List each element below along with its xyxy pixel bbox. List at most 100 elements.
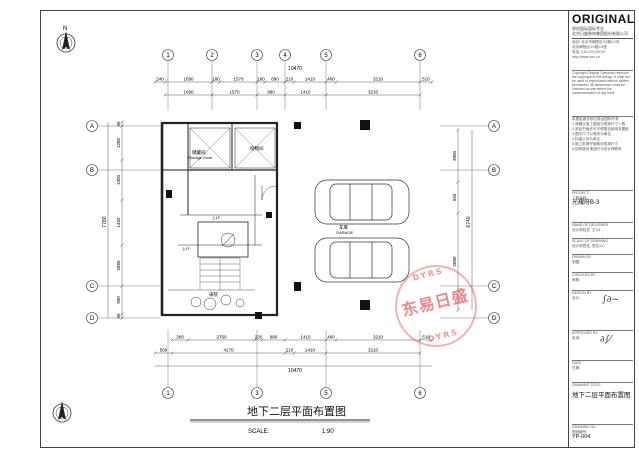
- checked-row: CHECKED BY 审核:: [572, 272, 633, 285]
- date-row: DATE 日期:: [572, 360, 633, 373]
- axis-right-A-label: A: [492, 124, 496, 130]
- axis-bottom-5: 5: [320, 387, 332, 399]
- dim-bottom-r1-0: 300: [176, 335, 184, 340]
- dim-top-r1-0: 240: [156, 77, 164, 82]
- company-logo: ORIGINAL 原创国际国际专业 北京日盛装饰集团股份有限公司: [572, 12, 635, 39]
- scale-label: SCALE:: [248, 429, 270, 435]
- drawing-sheet: [40, 10, 635, 448]
- company-line: 北京日盛装饰集团股份有限公司: [572, 31, 628, 36]
- dim-top-r1-6: 210: [286, 77, 294, 82]
- dim-left-c1-5: 900: [116, 296, 121, 304]
- dim-right-c1-0: 3800: [452, 150, 457, 161]
- axis-right-D-label: D: [492, 316, 497, 322]
- designer-row: NAME OF DESIGNER 设计师姓名: 王XX: [572, 222, 633, 233]
- logo-wordmark: ORIGINAL: [572, 12, 635, 26]
- axis-right-D: D: [488, 312, 500, 324]
- title-block: ORIGINAL 原创国际国际专业 北京日盛装饰集团股份有限公司 地址: 北京市…: [568, 10, 635, 448]
- dim-top-r2-1: 1570: [229, 90, 240, 95]
- dim-bottom-r1-3: 980: [270, 335, 278, 340]
- dim-top-r1-3: 1570: [233, 77, 244, 82]
- axis-top-6-label: 6: [418, 53, 422, 59]
- axis-top-5-label: 5: [324, 53, 328, 59]
- room-garage: 车库: [339, 224, 348, 231]
- axis-bottom-1-label: 1: [166, 391, 170, 397]
- axis-right-A: A: [488, 120, 500, 132]
- axis-bottom-3: 3: [251, 387, 263, 399]
- dim-left-c1-0: 90: [116, 121, 121, 127]
- dim-top-r1-1: 1690: [183, 77, 194, 82]
- dim-bottom-r2-1: 4170: [223, 348, 234, 353]
- dim-right-c1-2: 2880: [452, 256, 457, 267]
- approved-signature: ∂∫⁄: [600, 335, 611, 345]
- dim-bottom-r2-2: 210: [286, 348, 294, 353]
- axis-top-1-label: 1: [166, 53, 170, 59]
- top-dimensions: 10470 240 1690 180 1570 180 890 210 1410 400 3210 5…: [153, 66, 434, 97]
- dim-left-c1-1: 1280: [116, 137, 121, 148]
- axis-right-C: C: [488, 280, 500, 292]
- company-cn: 原创国际国际专业: [572, 26, 604, 31]
- room-storage: 储藏间: [192, 149, 206, 156]
- car-bottom: [314, 237, 410, 283]
- north-arrow-top: N: [56, 26, 76, 53]
- notes-en: Copyright:Original Overseas reserves the…: [572, 70, 633, 113]
- dim-top-r1-8: 400: [327, 77, 335, 82]
- axis-top-1: 1: [162, 49, 174, 61]
- dim-top-total: 10470: [288, 66, 302, 72]
- dim-bottom-total: 10470: [288, 368, 302, 374]
- dim-right-c1-1: 940: [452, 193, 457, 201]
- dim-left-total: 7780: [102, 216, 108, 227]
- axis-bottom-6: 6: [414, 387, 426, 399]
- axis-left-B: B: [86, 164, 98, 176]
- drawn-row: DRAWN BY 制图:: [572, 254, 633, 267]
- axis-top-5: 5: [320, 49, 332, 61]
- dim-top-r1-7: 1410: [305, 77, 316, 82]
- stair-up-1: 上1F: [212, 215, 221, 220]
- north-label: N: [63, 26, 67, 32]
- room-garage-en: GARAGE: [336, 230, 353, 235]
- room-sundry: 杂物间: [250, 145, 264, 152]
- address-block: 地址: 北京市朝阳区XX路XX号 北京朝阳区XX楼XX座 电话: 010-XXX…: [572, 40, 620, 59]
- axis-left-C: C: [86, 280, 98, 292]
- notes-cn: 本图纸著作权归原创国际所有 1.请确认施工图纸与现场尺寸一致 2.未经书面许可不…: [572, 116, 633, 187]
- drawing-no-row: DRAWING NO. 图纸编号: YP-004: [572, 424, 633, 447]
- scale-value: 1:90: [322, 429, 334, 435]
- axis-left-A-label: A: [90, 124, 94, 130]
- walls: [160, 121, 279, 317]
- axis-top-4-label: 4: [283, 53, 287, 59]
- dim-top-r2-0: 1690: [183, 90, 194, 95]
- project-row: PROJECT: 工程名称: 光耀府B-3: [572, 190, 633, 206]
- dim-left-c1-4: 2880: [116, 260, 121, 271]
- north-arrow-bottom: [52, 401, 72, 423]
- dim-left-c1-2: 1900: [116, 174, 121, 185]
- design-signature: ∫∂~: [602, 295, 619, 305]
- dim-top-r1-4: 180: [257, 77, 265, 82]
- approved-row: APPROVED BY 批准: ∂∫⁄: [572, 330, 633, 353]
- axis-top-4: 4: [279, 49, 291, 61]
- axis-bottom-1: 1: [162, 387, 174, 399]
- dim-top-r1-10: 510: [422, 77, 430, 82]
- dim-bottom-r1-5: 400: [327, 335, 335, 340]
- axis-right-C-label: C: [492, 284, 497, 290]
- dim-bottom-r2-4: 3210: [368, 348, 379, 353]
- bottom-axis-bubbles: 1 3 5 6: [162, 330, 426, 399]
- axis-top-3: 3: [251, 49, 263, 61]
- scale-row: SCALE OF DRAWING 设计师签名: 签名XX: [572, 238, 633, 249]
- axis-top-2: 2: [206, 49, 218, 61]
- dim-top-r1-2: 180: [212, 77, 220, 82]
- design-row: DESIGN BY 设计: ∫∂~: [572, 290, 633, 313]
- dim-top-r2-2: 980: [267, 90, 275, 95]
- axis-bottom-3-label: 3: [255, 391, 259, 397]
- axis-right-B: B: [488, 164, 500, 176]
- car-top: [314, 179, 410, 225]
- dim-bottom-r1-7: 510: [422, 335, 430, 340]
- dim-top-r2-4: 3210: [368, 90, 379, 95]
- axis-right-B-label: B: [492, 168, 496, 174]
- dim-top-r1-5: 890: [271, 77, 279, 82]
- top-axis-bubbles: 1 2 3 4 5 6: [162, 49, 426, 110]
- dim-bottom-r2-0: 560: [160, 348, 168, 353]
- columns: [166, 120, 370, 319]
